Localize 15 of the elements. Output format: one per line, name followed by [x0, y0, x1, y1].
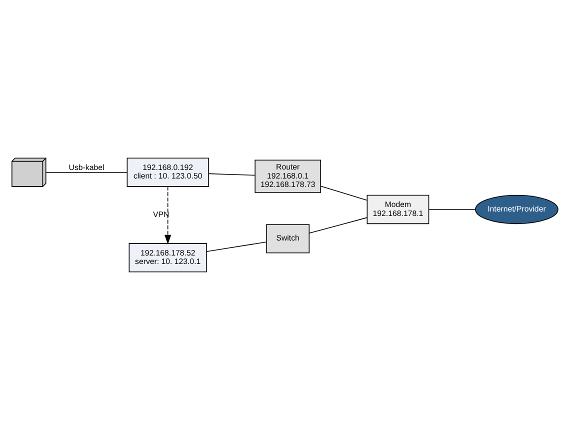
edge-label: Usb-kabel — [68, 163, 104, 172]
node-box: Router 192.168.0.1 192.168.178.73 — [254, 160, 321, 193]
edge-label: VPN — [153, 210, 170, 219]
arrow — [164, 186, 172, 244]
node-box: Switch — [266, 224, 310, 254]
connector — [46, 172, 128, 173]
node-box: Modem 192.168.178.1 — [366, 194, 430, 224]
node-box: 192.168.178.52 server: 10. 123.0.1 — [128, 243, 207, 272]
connector — [428, 209, 476, 210]
node-box: 192.168.0.192 client : 10. 123.0.50 — [126, 158, 209, 187]
connector — [206, 242, 267, 252]
connector — [208, 173, 256, 176]
connector — [308, 217, 368, 234]
connector — [320, 186, 368, 201]
node-ellipse: Internet/Provider — [475, 194, 558, 224]
